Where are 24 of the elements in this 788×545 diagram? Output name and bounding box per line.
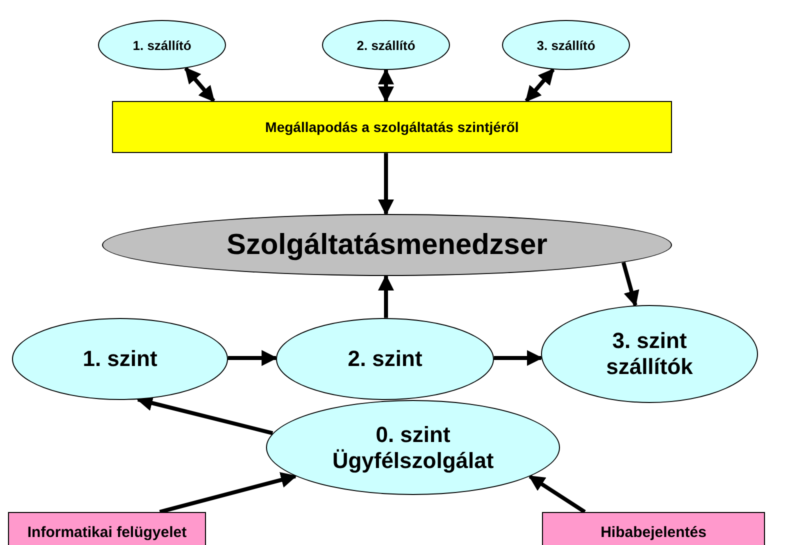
source-box — [542, 512, 765, 545]
arrow — [184, 67, 216, 102]
agreement-box — [112, 101, 672, 153]
node-label: Szolgáltatásmenedzser — [226, 228, 548, 262]
node-label: Hibabejelentés — [600, 524, 706, 540]
arrow — [622, 262, 640, 307]
arrow — [378, 153, 394, 216]
arrow — [494, 350, 543, 366]
node-label: Informatikai felügyelet — [27, 524, 187, 540]
node-label: 1. szállító — [132, 38, 192, 52]
node-label: 3. szint szállítók — [605, 328, 694, 380]
source-box — [8, 512, 206, 545]
node-label: 3. szállító — [536, 38, 596, 52]
node-label: Megállapodás a szolgáltatás szintjéről — [265, 119, 519, 135]
node-label: 2. szállító — [356, 38, 416, 52]
arrow — [528, 474, 586, 514]
arrow — [378, 274, 394, 318]
arrow — [228, 350, 278, 366]
arrow — [159, 472, 297, 514]
node-label: 2. szint — [348, 346, 422, 372]
node-label: 1. szint — [82, 346, 158, 372]
node-label: 0. szint Ügyfélszolgálat — [331, 422, 495, 474]
arrow — [378, 68, 394, 103]
arrow — [524, 68, 555, 102]
